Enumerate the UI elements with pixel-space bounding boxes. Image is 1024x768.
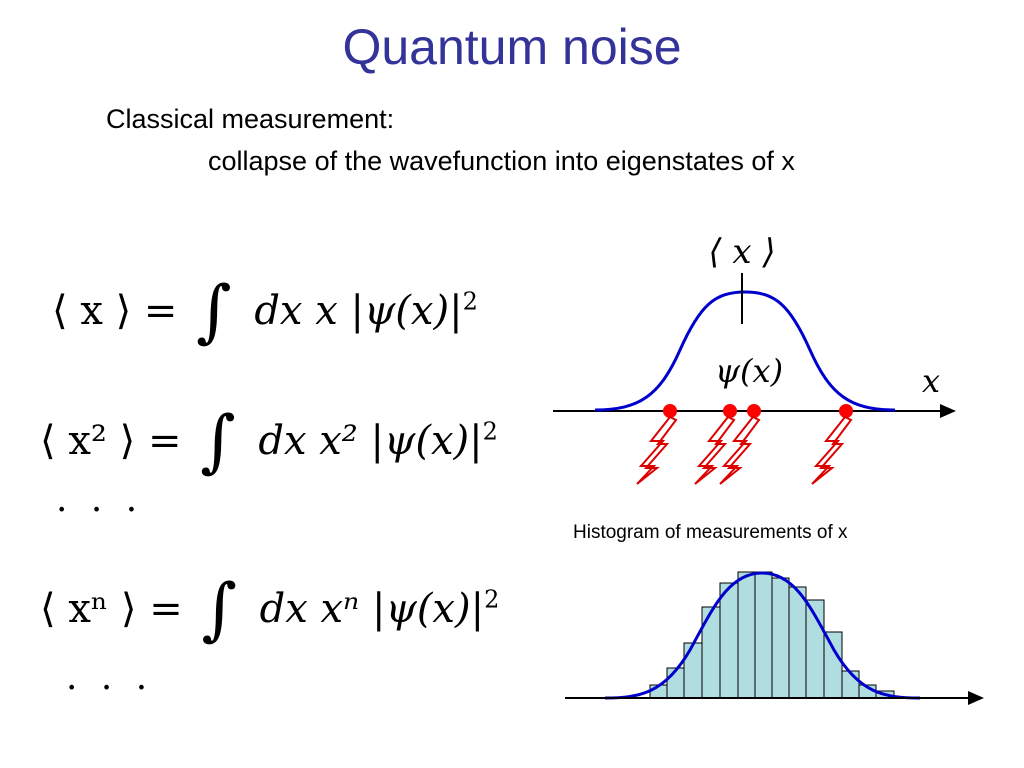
integral-symbol: ∫ xyxy=(200,402,236,481)
subtitle-line-1: Classical measurement: xyxy=(106,104,395,134)
ellipsis-2: · · · xyxy=(66,668,154,709)
histogram-axis-arrow-icon xyxy=(968,691,984,705)
equation-power: 2 xyxy=(462,287,478,316)
histogram-bar xyxy=(823,631,843,699)
measurement-dot xyxy=(723,404,737,418)
histogram-bar xyxy=(719,582,739,699)
equation-lhs: ⟨ x² ⟩ = xyxy=(40,418,182,464)
histogram-curve xyxy=(604,571,921,700)
equation-rhs: dx x |ψ(x)| xyxy=(254,288,463,334)
measurement-dot xyxy=(839,404,853,418)
equation-power: 2 xyxy=(482,417,498,446)
equation-mean-x2: ⟨ x² ⟩ = ∫ dx x² |ψ(x)|2 xyxy=(40,392,498,481)
lightning-icon xyxy=(811,415,853,485)
integral-symbol: ∫ xyxy=(201,570,237,649)
integral-symbol: ∫ xyxy=(196,272,232,351)
axis-label: x xyxy=(922,362,940,400)
equation-rhs: dx x² |ψ(x)| xyxy=(258,418,483,464)
histogram-caption: Histogram of measurements of x xyxy=(573,522,848,543)
equation-rhs: dx xⁿ |ψ(x)| xyxy=(259,586,485,632)
expectation-label: ⟨ x ⟩ xyxy=(708,232,775,272)
equation-lhs: ⟨ x ⟩ = xyxy=(52,288,178,334)
lightning-bolts xyxy=(636,415,853,485)
wavefunction-curve xyxy=(594,290,896,412)
equation-mean-x: ⟨ x ⟩ = ∫ dx x |ψ(x)|2 xyxy=(52,262,478,351)
subtitle-line-2: collapse of the wavefunction into eigens… xyxy=(208,146,795,176)
psi-label: ψ(x) xyxy=(715,352,783,390)
equation-mean-xn: ⟨ xⁿ ⟩ = ∫ dx xⁿ |ψ(x)|2 xyxy=(40,560,500,649)
histogram-bar xyxy=(683,642,703,699)
histogram-bar xyxy=(754,571,773,699)
x-axis-arrow-icon xyxy=(940,404,956,418)
measurement-dot xyxy=(663,404,677,418)
lightning-icon xyxy=(636,415,678,485)
measurement-dot xyxy=(747,404,761,418)
ellipsis-1: · · · xyxy=(56,490,144,531)
lightning-icon xyxy=(719,415,761,485)
histogram-bar xyxy=(771,577,790,699)
lightning-icon xyxy=(694,415,736,485)
histogram-bar xyxy=(737,571,756,699)
histogram-bar xyxy=(788,586,807,699)
slide-title: Quantum noise xyxy=(342,19,682,75)
equation-power: 2 xyxy=(484,585,500,614)
equation-lhs: ⟨ xⁿ ⟩ = xyxy=(40,586,183,632)
